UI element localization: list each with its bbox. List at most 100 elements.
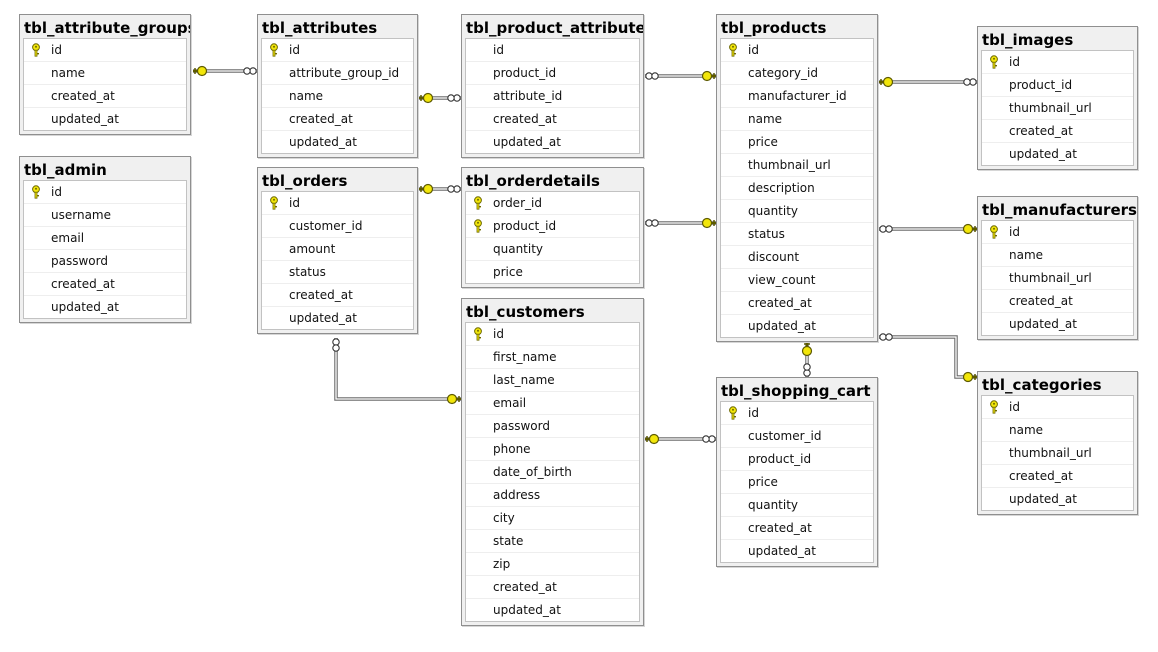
column-row[interactable]: customer_id [262, 215, 413, 238]
column-row[interactable]: price [721, 131, 873, 154]
relationship-attributes-product-attributes[interactable] [419, 92, 461, 104]
column-row[interactable]: quantity [721, 200, 873, 223]
column-row[interactable]: id [24, 181, 186, 204]
column-row[interactable]: created_at [982, 290, 1133, 313]
column-row[interactable]: product_id [466, 215, 639, 238]
column-row[interactable]: updated_at [982, 488, 1133, 510]
column-row[interactable]: first_name [466, 346, 639, 369]
column-row[interactable]: updated_at [982, 143, 1133, 165]
column-row[interactable]: state [466, 530, 639, 553]
table-title[interactable]: tbl_attributes [262, 19, 378, 37]
column-row[interactable]: thumbnail_url [721, 154, 873, 177]
column-row[interactable]: id [262, 39, 413, 62]
relationship-customers-shopping-cart[interactable] [645, 433, 716, 445]
column-row[interactable]: updated_at [262, 131, 413, 153]
table-title[interactable]: tbl_orderdetails [466, 172, 600, 190]
table-title[interactable]: tbl_product_attributes [466, 19, 643, 37]
column-row[interactable]: date_of_birth [466, 461, 639, 484]
column-row[interactable]: thumbnail_url [982, 442, 1133, 465]
relationship-customers-orders[interactable] [332, 338, 461, 405]
column-row[interactable]: status [721, 223, 873, 246]
column-row[interactable]: created_at [262, 284, 413, 307]
relationship-products-images[interactable] [879, 76, 977, 88]
column-row[interactable]: order_id [466, 192, 639, 215]
column-row[interactable]: category_id [721, 62, 873, 85]
table-title[interactable]: tbl_images [982, 31, 1074, 49]
column-row[interactable]: thumbnail_url [982, 267, 1133, 290]
column-row[interactable]: created_at [466, 108, 639, 131]
column-row[interactable]: id [721, 39, 873, 62]
column-row[interactable]: id [262, 192, 413, 215]
column-row[interactable]: created_at [982, 120, 1133, 143]
relationship-products-product-attributes[interactable] [645, 70, 716, 82]
column-row[interactable]: attribute_id [466, 85, 639, 108]
table-title[interactable]: tbl_manufacturers [982, 201, 1137, 219]
column-row[interactable]: customer_id [721, 425, 873, 448]
column-row[interactable]: email [466, 392, 639, 415]
column-row[interactable]: view_count [721, 269, 873, 292]
column-row[interactable]: username [24, 204, 186, 227]
column-row[interactable]: updated_at [982, 313, 1133, 335]
column-row[interactable]: updated_at [466, 599, 639, 621]
relationship-categories-products[interactable] [879, 333, 977, 383]
column-row[interactable]: id [982, 221, 1133, 244]
column-row[interactable]: updated_at [262, 307, 413, 329]
column-row[interactable]: id [982, 396, 1133, 419]
column-row[interactable]: created_at [721, 292, 873, 315]
column-row[interactable]: last_name [466, 369, 639, 392]
column-row[interactable]: created_at [466, 576, 639, 599]
column-row[interactable]: id [466, 39, 639, 62]
column-row[interactable]: name [262, 85, 413, 108]
column-row[interactable]: product_id [721, 448, 873, 471]
column-row[interactable]: address [466, 484, 639, 507]
column-row[interactable]: updated_at [721, 315, 873, 337]
column-row[interactable]: name [24, 62, 186, 85]
column-row[interactable]: name [982, 419, 1133, 442]
column-row[interactable]: price [466, 261, 639, 283]
column-row[interactable]: created_at [24, 273, 186, 296]
column-row[interactable]: created_at [982, 465, 1133, 488]
column-row[interactable]: quantity [721, 494, 873, 517]
column-row[interactable]: created_at [262, 108, 413, 131]
column-row[interactable]: zip [466, 553, 639, 576]
column-row[interactable]: id [24, 39, 186, 62]
column-row[interactable]: phone [466, 438, 639, 461]
column-row[interactable]: name [982, 244, 1133, 267]
column-row[interactable]: product_id [982, 74, 1133, 97]
column-row[interactable]: created_at [721, 517, 873, 540]
table-title[interactable]: tbl_orders [262, 172, 348, 190]
column-row[interactable]: product_id [466, 62, 639, 85]
column-row[interactable]: manufacturer_id [721, 85, 873, 108]
relationship-products-orderdetails[interactable] [645, 217, 716, 229]
column-row[interactable]: description [721, 177, 873, 200]
column-row[interactable]: updated_at [721, 540, 873, 562]
column-row[interactable]: quantity [466, 238, 639, 261]
column-row[interactable]: id [466, 323, 639, 346]
column-row[interactable]: id [982, 51, 1133, 74]
column-row[interactable]: email [24, 227, 186, 250]
column-row[interactable]: password [24, 250, 186, 273]
table-title[interactable]: tbl_admin [24, 161, 107, 179]
table-title[interactable]: tbl_products [721, 19, 827, 37]
column-row[interactable]: updated_at [466, 131, 639, 153]
column-row[interactable]: id [721, 402, 873, 425]
column-row[interactable]: password [466, 415, 639, 438]
column-row[interactable]: created_at [24, 85, 186, 108]
column-row[interactable]: city [466, 507, 639, 530]
column-row[interactable]: thumbnail_url [982, 97, 1133, 120]
column-row[interactable]: discount [721, 246, 873, 269]
relationship-manufacturers-products[interactable] [879, 223, 977, 235]
table-title[interactable]: tbl_attribute_groups [24, 19, 190, 37]
table-title[interactable]: tbl_shopping_cart [721, 382, 871, 400]
column-row[interactable]: amount [262, 238, 413, 261]
table-title[interactable]: tbl_customers [466, 303, 585, 321]
